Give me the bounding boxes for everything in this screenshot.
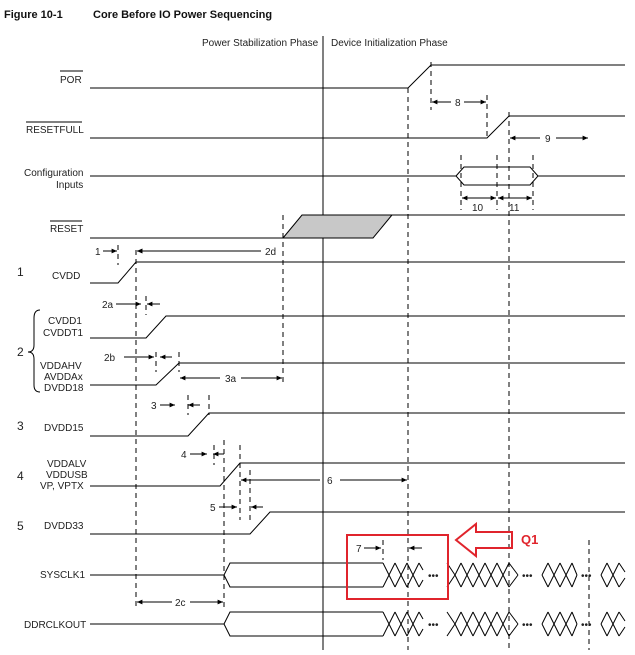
signal-label-resetfull: RESETFULL (26, 125, 84, 136)
signal-label-avddax: AVDDAx (44, 372, 83, 383)
figure-title: Core Before IO Power Sequencing (93, 9, 272, 21)
group-number-2: 2 (17, 345, 24, 359)
signal-dvdd15 (90, 412, 625, 437)
signal-label-vddahv: VDDAHV (40, 361, 82, 372)
signal-label-vddalv: VDDALV (47, 459, 87, 470)
timing-2b-label: 2b (104, 353, 116, 364)
signal-label-cvdd1: CVDD1 (48, 316, 82, 327)
signal-por (90, 64, 625, 89)
timing-2d-label: 2d (265, 247, 276, 258)
ddrclkout-ellipsis-3: ••• (581, 620, 592, 631)
signal-label-cvdd: CVDD (52, 271, 80, 282)
signal-label-config-1: Configuration (24, 168, 83, 179)
signal-label-cvddt1: CVDDT1 (43, 328, 83, 339)
timing-5-label: 5 (210, 503, 216, 514)
signal-label-dvdd15: DVDD15 (44, 423, 84, 434)
timing-2a-label: 2a (102, 300, 114, 311)
sysclk1-ellipsis-2: ••• (522, 571, 533, 582)
phase-initialization-label: Device Initialization Phase (331, 38, 448, 49)
timing-8-label: 8 (455, 98, 461, 109)
signal-label-config-2: Inputs (56, 180, 83, 191)
signal-dvdd33 (90, 511, 625, 535)
group-number-4: 4 (17, 469, 24, 483)
signal-ddrclkout (90, 611, 626, 637)
timing-6-label: 6 (327, 476, 333, 487)
ddrclkout-ellipsis-2: ••• (522, 620, 533, 631)
signal-label-vp-vptx: VP, VPTX (40, 481, 84, 492)
signal-cvdd1 (90, 315, 625, 339)
signal-dvdd18 (90, 362, 625, 386)
group-number-3: 3 (17, 419, 24, 433)
timing-2c-label: 2c (175, 598, 186, 609)
timing-3-label: 3 (151, 401, 157, 412)
reference-dashed-lines (117, 62, 590, 650)
timing-4-label: 4 (181, 450, 187, 461)
group-number-5: 5 (17, 519, 24, 533)
group-2-brace (27, 309, 41, 393)
sysclk1-ellipsis-1: ••• (428, 571, 439, 582)
signal-vddalv (90, 462, 625, 487)
group-number-1: 1 (17, 265, 24, 279)
timing-11-label: 11 (509, 203, 520, 214)
timing-annotations (103, 99, 588, 605)
ddrclkout-ellipsis-1: ••• (428, 620, 439, 631)
signal-label-vddusb: VDDUSB (46, 470, 88, 481)
sysclk1-ellipsis-3: ••• (581, 571, 592, 582)
timing-3a-label: 3a (225, 374, 237, 385)
signal-label-reset: RESET (50, 224, 83, 235)
signal-sysclk1 (90, 562, 626, 588)
signal-reset (90, 214, 625, 239)
signal-label-por: POR (60, 75, 82, 86)
timing-7-label: 7 (356, 544, 362, 555)
timing-1-label: 1 (95, 247, 101, 258)
figure-number: Figure 10-1 (4, 9, 63, 21)
signal-label-ddrclkout: DDRCLKOUT (24, 620, 86, 631)
signal-label-dvdd18: DVDD18 (44, 383, 84, 394)
timing-9-label: 9 (545, 134, 551, 145)
signal-cvdd (90, 261, 625, 284)
q1-arrow-icon (454, 521, 513, 559)
q1-highlight-box (346, 534, 449, 600)
signal-resetfull (90, 115, 625, 139)
signal-config-inputs (90, 166, 625, 186)
q1-annotation-label: Q1 (521, 532, 538, 547)
signal-label-sysclk1: SYSCLK1 (40, 570, 85, 581)
signal-label-dvdd33: DVDD33 (44, 521, 84, 532)
timing-10-label: 10 (472, 203, 484, 214)
phase-stabilization-label: Power Stabilization Phase (202, 38, 319, 49)
